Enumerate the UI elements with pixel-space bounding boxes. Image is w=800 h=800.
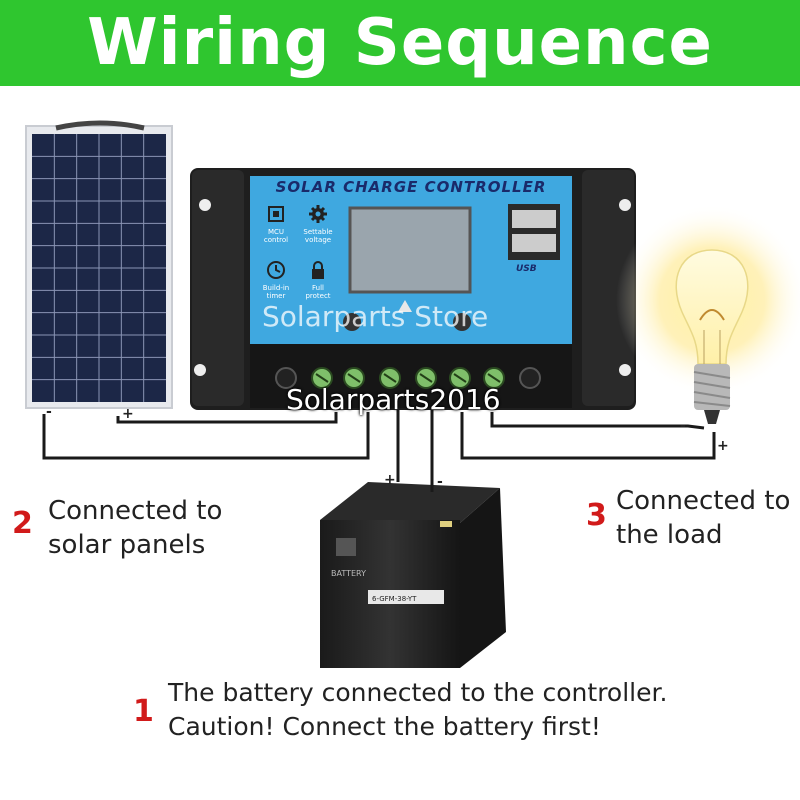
store-watermark: Solarparts Store	[262, 300, 489, 333]
panel-positive-label: +	[122, 406, 134, 422]
chip-icon	[268, 206, 284, 222]
step-1-line2: Caution! Connect the battery first!	[168, 712, 601, 741]
feature-protect: Full protect	[298, 260, 338, 300]
terminal-slot	[347, 373, 361, 383]
step-2-line2: solar panels	[48, 530, 206, 560]
step-2-caption: Connected to solar panels	[48, 494, 222, 562]
battery-negative-label: -	[437, 474, 443, 490]
load-negative-label: -	[680, 418, 686, 434]
step-3-number: 3	[586, 498, 607, 533]
feature-label: protect	[305, 292, 331, 300]
panel-negative-wire	[42, 412, 370, 460]
controller-label: SOLAR CHARGE CONTROLLER	[275, 178, 547, 196]
terminal-slot	[383, 373, 397, 383]
clock-icon	[267, 261, 285, 279]
step-3-line2: the load	[616, 520, 723, 550]
step-3-line1: Connected to	[616, 486, 791, 516]
header-banner: Wiring Sequence	[0, 0, 800, 86]
feature-mcu: MCU control	[258, 204, 294, 244]
terminal-slot	[315, 373, 329, 383]
gear-icon	[309, 205, 327, 223]
step-3-caption: Connected to the load	[616, 484, 790, 552]
battery-positive-label: +	[384, 472, 396, 488]
charge-controller	[190, 168, 636, 410]
usb-label: USB	[516, 264, 537, 274]
lock-icon	[312, 261, 324, 279]
step-2-line1: Connected to	[48, 496, 223, 526]
step-1-line1: The battery connected to the controller.	[168, 678, 668, 707]
load-positive-wire	[460, 412, 716, 460]
feature-label: Build-in	[262, 284, 290, 292]
feature-label: control	[263, 236, 289, 244]
wires	[42, 410, 716, 492]
feature-label: Settable	[303, 228, 333, 236]
page-title: Wiring Sequence	[87, 6, 713, 80]
feature-label: MCU	[267, 228, 285, 236]
panel-positive-wire	[116, 412, 338, 424]
load-positive-label: +	[717, 438, 729, 454]
battery-brand-label: BATTERY	[331, 569, 366, 578]
battery-model-label: 6-GFM-38-YT	[372, 595, 417, 603]
terminal-slot	[419, 373, 433, 383]
solar-panel	[25, 120, 173, 409]
feature-label: Full	[312, 284, 324, 292]
controller-feature-grid: MCU control Settable voltage Build-in ti…	[258, 204, 338, 314]
step-1-caption: The battery connected to the controller.…	[168, 676, 667, 744]
load-negative-wire	[490, 412, 705, 430]
terminal-slot	[487, 373, 501, 383]
step-1-number: 1	[133, 694, 154, 729]
battery: BATTERY 6-GFM-38-YT	[320, 482, 506, 668]
feature-timer: Build-in timer	[258, 260, 294, 300]
feature-voltage: Settable voltage	[298, 204, 338, 244]
light-bulb	[616, 204, 800, 424]
terminal-slot	[453, 373, 467, 383]
step-2-number: 2	[12, 506, 33, 541]
feature-label: timer	[266, 292, 286, 300]
id-watermark: Solarparts2016	[286, 383, 501, 416]
feature-label: voltage	[304, 236, 332, 244]
panel-negative-label: -	[46, 404, 52, 420]
